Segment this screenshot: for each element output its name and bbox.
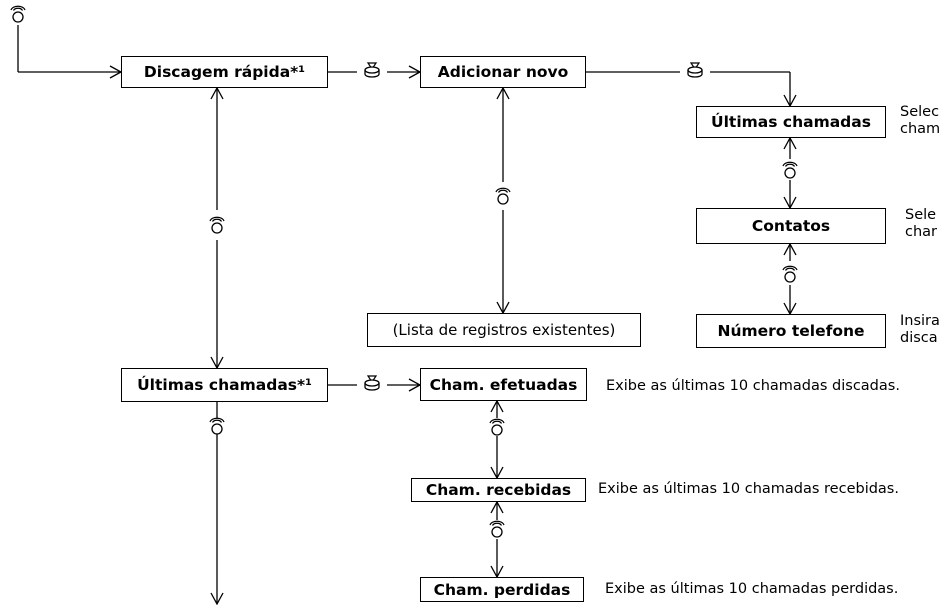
- contacts-description: Sele char: [905, 207, 937, 241]
- rotate-selector-icon: [782, 161, 798, 179]
- missed-calls-description: Exibe as últimas 10 chamadas perdidas.: [605, 581, 899, 597]
- description-line: Insira: [900, 313, 940, 329]
- description-line: disca: [900, 330, 938, 346]
- recent-calls-source-description: Selec cham: [900, 104, 940, 138]
- dialed-calls-menu[interactable]: Cham. efetuadas: [420, 368, 587, 401]
- rotate-selector-icon: [782, 265, 798, 283]
- received-calls-description: Exibe as últimas 10 chamadas recebidas.: [598, 481, 899, 497]
- speed-dial-menu[interactable]: Discagem rápida*¹: [121, 56, 328, 88]
- contacts-menu[interactable]: Contatos: [696, 208, 886, 244]
- description-line: Selec: [900, 104, 940, 120]
- rotate-selector-icon: [209, 216, 225, 234]
- press-selector-icon: [687, 62, 703, 78]
- received-calls-menu[interactable]: Cham. recebidas: [411, 478, 586, 502]
- phone-number-menu[interactable]: Número telefone: [696, 314, 886, 348]
- rotate-selector-icon: [489, 418, 505, 436]
- connector-lines: [17, 25, 797, 605]
- rotate-selector-icon: [10, 5, 26, 23]
- description-line: Sele: [905, 207, 937, 223]
- rotate-selector-icon: [495, 187, 511, 205]
- dialed-calls-description: Exibe as últimas 10 chamadas discadas.: [606, 378, 900, 394]
- existing-entries-list[interactable]: (Lista de registros existentes): [367, 313, 641, 347]
- missed-calls-menu[interactable]: Cham. perdidas: [420, 577, 584, 602]
- description-line: char: [905, 224, 938, 240]
- press-selector-icon: [364, 375, 380, 391]
- add-new-menu[interactable]: Adicionar novo: [420, 56, 586, 88]
- recent-calls-menu[interactable]: Últimas chamadas*¹: [121, 368, 328, 402]
- rotate-selector-icon: [209, 417, 225, 435]
- rotate-selector-icon: [489, 520, 505, 538]
- description-line: cham: [900, 121, 940, 137]
- recent-calls-source-menu[interactable]: Últimas chamadas: [696, 106, 886, 138]
- phone-number-description: Insira disca: [900, 313, 940, 347]
- press-selector-icon: [364, 62, 380, 78]
